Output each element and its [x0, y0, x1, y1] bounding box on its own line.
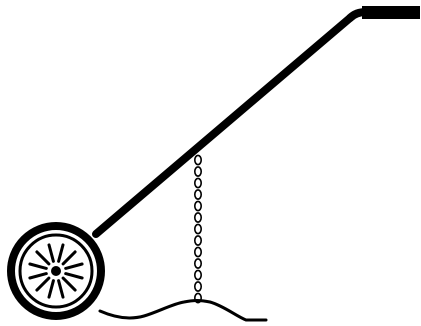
chain-icon	[195, 155, 201, 302]
chain-link-icon	[195, 190, 201, 199]
chain-link-icon	[195, 213, 201, 222]
chain-link-icon	[195, 247, 201, 256]
chain-link-icon	[195, 201, 201, 210]
handle-icon	[96, 18, 350, 234]
chain-link-icon	[195, 270, 201, 279]
chain-link-icon	[195, 167, 201, 176]
chain-link-icon	[195, 282, 201, 291]
chain-link-icon	[195, 224, 201, 233]
chain-link-icon	[195, 236, 201, 245]
grip-icon	[362, 6, 420, 19]
chain-link-icon	[195, 259, 201, 268]
chain-link-icon	[195, 155, 201, 164]
wheel-hub-icon	[51, 266, 61, 276]
ground-bump-icon	[100, 301, 266, 321]
chain-link-icon	[195, 178, 201, 187]
